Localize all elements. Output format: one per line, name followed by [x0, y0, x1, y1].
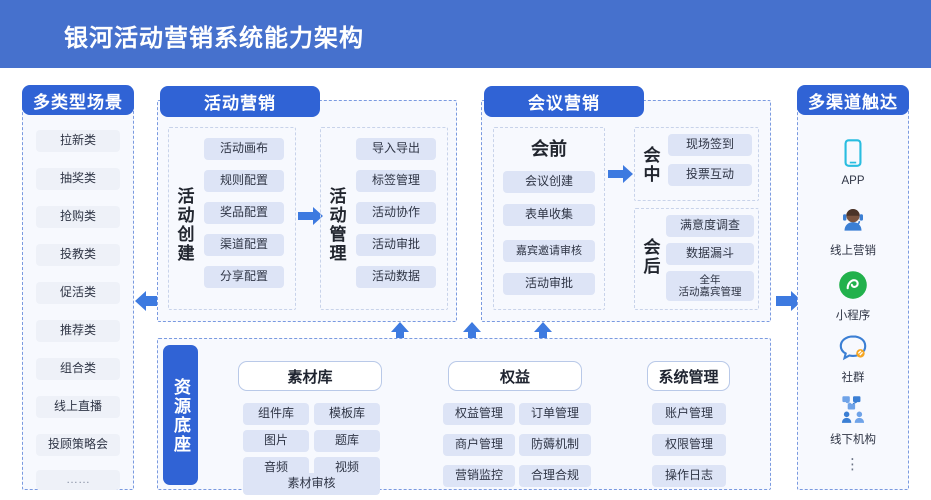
conference-post-item-0[interactable]: 满意度调查 — [666, 215, 754, 237]
scene-item-7[interactable]: 线上直播 — [36, 396, 120, 418]
channel-offline-org[interactable]: 线下机构 — [798, 392, 908, 447]
material-library-title: 素材库 — [238, 361, 382, 391]
arrow-up-middle — [463, 322, 481, 347]
system-item-1[interactable]: 权限管理 — [652, 434, 726, 456]
conference-post-title: 会后 — [640, 238, 660, 276]
activity-create-group — [168, 127, 296, 310]
scene-item-5[interactable]: 推荐类 — [36, 320, 120, 342]
conference-post-group — [634, 208, 759, 310]
arrow-up-to-activity-marketing — [391, 322, 409, 347]
benefits-title: 权益 — [448, 361, 582, 391]
activity-create-item-3[interactable]: 渠道配置 — [204, 234, 284, 256]
arrow-up-to-conference-marketing — [534, 322, 552, 347]
activity-marketing-badge: 活动营销 — [160, 86, 320, 117]
channel-online-marketing-label: 线上营销 — [830, 245, 876, 257]
benefits-item-3[interactable]: 防薅机制 — [519, 434, 591, 456]
channel-app[interactable]: APP — [798, 136, 908, 187]
activity-manage-group — [320, 127, 448, 310]
conference-pre-item-0[interactable]: 会议创建 — [503, 171, 595, 193]
headset-agent-icon — [843, 208, 863, 231]
activity-create-item-1[interactable]: 规则配置 — [204, 170, 284, 192]
channel-app-label: APP — [841, 175, 865, 187]
channel-offline-org-label: 线下机构 — [830, 434, 876, 446]
material-item-0[interactable]: 组件库 — [243, 403, 309, 425]
page-header: 银河活动营销系统能力架构 — [0, 0, 931, 68]
system-management-title: 系统管理 — [647, 361, 730, 391]
channel-mini-program-label: 小程序 — [835, 310, 871, 322]
scene-item-2[interactable]: 抢购类 — [36, 206, 120, 228]
conference-pre-item-2[interactable]: 嘉宾邀请审核 — [503, 240, 595, 262]
system-item-2[interactable]: 操作日志 — [652, 465, 726, 487]
system-item-0[interactable]: 账户管理 — [652, 403, 726, 425]
arrow-left-to-scenes — [135, 291, 161, 311]
resource-base-bar — [163, 345, 198, 485]
activity-manage-item-3[interactable]: 活动审批 — [356, 234, 436, 256]
scene-item-6[interactable]: 组合类 — [36, 358, 120, 380]
activity-create-item-0[interactable]: 活动画布 — [204, 138, 284, 160]
conference-pre-title: 会前 — [531, 139, 567, 159]
mini-program-icon — [839, 271, 867, 299]
activity-create-title: 活动创建 — [174, 187, 194, 263]
scene-item-0[interactable]: 拉新类 — [36, 130, 120, 152]
arrow-create-to-manage — [298, 207, 323, 225]
org-network-icon — [841, 396, 865, 423]
scene-item-3[interactable]: 投教类 — [36, 244, 120, 266]
activity-manage-item-0[interactable]: 导入导出 — [356, 138, 436, 160]
chat-bubble-icon — [839, 335, 867, 361]
scene-item-1[interactable]: 抽奖类 — [36, 168, 120, 190]
phone-icon — [844, 139, 862, 167]
benefits-item-5[interactable]: 合理合规 — [519, 465, 591, 487]
conference-during-group — [634, 127, 759, 201]
benefits-item-4[interactable]: 营销监控 — [443, 465, 515, 487]
benefits-item-2[interactable]: 商户管理 — [443, 434, 515, 456]
activity-manage-item-2[interactable]: 活动协作 — [356, 202, 436, 224]
activity-manage-item-1[interactable]: 标签管理 — [356, 170, 436, 192]
channels-more-icon: ⋮ — [845, 456, 861, 473]
arrow-right-to-channels — [776, 291, 802, 311]
conference-marketing-badge: 会议营销 — [484, 86, 644, 117]
conference-pre-group — [493, 127, 605, 310]
material-item-1[interactable]: 模板库 — [314, 403, 380, 425]
channel-community[interactable]: 社群 — [798, 330, 908, 385]
conference-pre-item-3[interactable]: 活动审批 — [503, 273, 595, 295]
activity-manage-item-4[interactable]: 活动数据 — [356, 266, 436, 288]
benefits-item-0[interactable]: 权益管理 — [443, 403, 515, 425]
channel-online-marketing[interactable]: 线上营销 — [798, 203, 908, 258]
conference-during-item-0[interactable]: 现场签到 — [668, 134, 752, 156]
page-title: 银河活动营销系统能力架构 — [64, 25, 364, 52]
scene-item-8[interactable]: 投顾策略会 — [36, 434, 120, 456]
benefits-item-1[interactable]: 订单管理 — [519, 403, 591, 425]
arrow-pre-to-during — [608, 165, 633, 183]
activity-manage-title: 活动管理 — [326, 187, 346, 263]
scene-item-4[interactable]: 促活类 — [36, 282, 120, 304]
material-item-2[interactable]: 图片 — [243, 430, 309, 452]
conference-post-item-1[interactable]: 数据漏斗 — [666, 243, 754, 265]
channels-badge: 多渠道触达 — [797, 85, 909, 115]
scenes-badge: 多类型场景 — [22, 85, 134, 115]
scene-item-9: …… — [36, 470, 120, 490]
conference-during-title: 会中 — [640, 146, 660, 184]
channel-community-label: 社群 — [841, 372, 865, 384]
conference-post-item-2[interactable]: 全年 活动嘉宾管理 — [666, 271, 754, 301]
conference-pre-item-1[interactable]: 表单收集 — [503, 204, 595, 226]
channel-mini-program[interactable]: 小程序 — [798, 268, 908, 323]
activity-create-item-2[interactable]: 奖品配置 — [204, 202, 284, 224]
material-item-6[interactable]: 素材审核 — [243, 473, 380, 495]
resource-base-label: 资源底座 — [171, 378, 190, 454]
material-item-3[interactable]: 题库 — [314, 430, 380, 452]
conference-during-item-1[interactable]: 投票互动 — [668, 164, 752, 186]
activity-create-item-4[interactable]: 分享配置 — [204, 266, 284, 288]
